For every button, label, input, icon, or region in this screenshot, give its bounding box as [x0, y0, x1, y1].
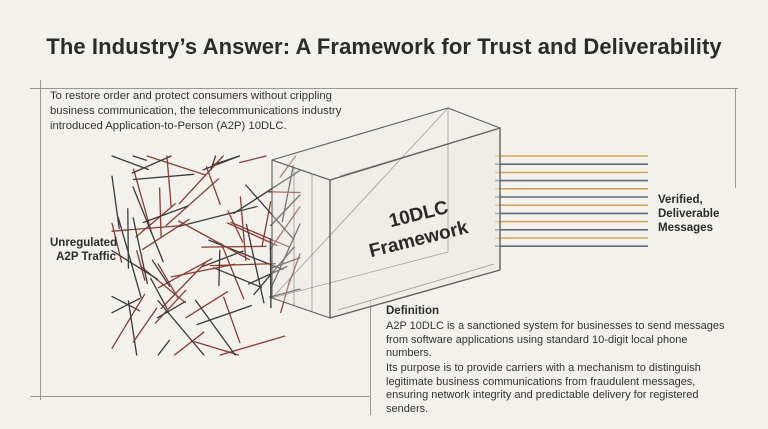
verified-message-lines [495, 155, 648, 247]
tangle-stroke [226, 222, 278, 247]
tangle-stroke [132, 168, 153, 235]
tangle-stroke [157, 299, 205, 356]
tangle-stroke [127, 208, 130, 269]
tangle-stroke [136, 250, 146, 281]
output-label-line1: Verified, [658, 194, 703, 206]
tangle-stroke [209, 262, 276, 267]
box-inner-edge-3 [339, 129, 495, 177]
tangle-stroke [151, 259, 171, 287]
tangle-stroke [156, 300, 186, 319]
tangle-stroke [132, 217, 148, 285]
tangle-stroke [218, 249, 221, 287]
tangle-stroke [280, 278, 291, 314]
tangle-stroke [111, 175, 120, 230]
tangle-stroke [166, 155, 172, 207]
page-title: The Industry’s Answer: A Framework for T… [46, 34, 722, 59]
tangle-stroke [178, 220, 251, 261]
tangle-stroke [127, 300, 138, 356]
tangle-stroke [201, 250, 244, 268]
tangle-stroke [160, 261, 207, 310]
tangle-stroke [230, 221, 290, 248]
definition-paragraph-2: Its purpose is to provide carriers with … [386, 362, 701, 415]
tangle-stroke [267, 191, 301, 194]
tangle-stroke [141, 218, 190, 251]
tangle-stroke [178, 155, 224, 205]
tangle-stroke [111, 225, 180, 232]
tangle-stroke [170, 263, 236, 278]
tangle-stroke [135, 203, 176, 238]
tangle-stroke [220, 242, 245, 300]
intro-text: To restore order and protect consumers w… [50, 90, 342, 132]
tangle-stroke [150, 277, 168, 310]
definition-heading: Definition [386, 305, 440, 317]
tangle-stroke [245, 223, 265, 304]
unregulated-traffic-tangle [111, 155, 301, 356]
tangle-stroke [261, 201, 272, 247]
tangle-stroke [173, 331, 205, 356]
tangle-stroke [157, 263, 179, 298]
definition-divider [370, 300, 371, 415]
tangle-stroke [269, 206, 301, 251]
tangle-stroke [196, 304, 252, 326]
output-label-line3: Messages [658, 222, 713, 234]
definition-paragraph-1: A2P 10DLC is a sanctioned system for bus… [386, 320, 725, 359]
output-label: Verified, Deliverable Messages [658, 193, 719, 235]
tangle-stroke [205, 166, 221, 206]
tangle-stroke [232, 169, 301, 215]
tangle-stroke [194, 299, 236, 356]
tangle-stroke [271, 257, 301, 269]
tangle-stroke [269, 288, 301, 298]
tangle-stroke [247, 265, 288, 285]
tangle-stroke [111, 155, 149, 171]
tangle-stroke [202, 155, 240, 171]
tangle-stroke [201, 245, 267, 248]
tangle-stroke [111, 293, 146, 349]
framework-box [271, 107, 501, 319]
tangle-stroke [154, 289, 187, 324]
tangle-stroke [131, 155, 172, 174]
frame-line-right [735, 88, 736, 188]
tangle-stroke [223, 296, 241, 344]
box-left-face [271, 159, 331, 319]
tangle-stroke [177, 205, 258, 228]
tangle-stroke [185, 291, 229, 319]
box-top-face [271, 107, 501, 181]
tangle-stroke [165, 178, 220, 227]
box-inner-edge-4 [337, 263, 495, 311]
frame-line-top [30, 88, 738, 89]
input-label-line1: Unregulated [50, 237, 118, 249]
tangle-stroke [132, 173, 195, 181]
tangle-stroke [245, 184, 295, 240]
tangle-stroke [279, 155, 297, 178]
tangle-stroke [239, 196, 247, 261]
tangle-stroke [193, 340, 240, 356]
tangle-stroke [238, 155, 267, 164]
box-back-edges [271, 107, 449, 299]
frame-line-bottom [30, 396, 370, 397]
input-label: Unregulated A2P Traffic [50, 236, 118, 264]
tangle-stroke [270, 194, 301, 227]
tangle-stroke [111, 295, 141, 312]
tangle-stroke [142, 205, 190, 224]
tangle-stroke [213, 267, 262, 288]
input-label-line2: A2P Traffic [56, 251, 116, 263]
tangle-stroke [132, 186, 164, 263]
tangle-stroke [270, 223, 301, 289]
frame-line-left [40, 80, 41, 400]
tangle-stroke [158, 187, 162, 238]
tangle-stroke [157, 339, 171, 356]
tangle-stroke [111, 250, 159, 280]
tangle-stroke [111, 297, 141, 314]
tangle-stroke [132, 155, 147, 161]
output-label-line2: Deliverable [658, 208, 720, 220]
tangle-stroke [132, 307, 158, 343]
tangle-stroke [139, 265, 186, 304]
tangle-stroke [210, 155, 217, 171]
tangle-stroke [219, 335, 286, 356]
tangle-stroke [146, 155, 206, 176]
